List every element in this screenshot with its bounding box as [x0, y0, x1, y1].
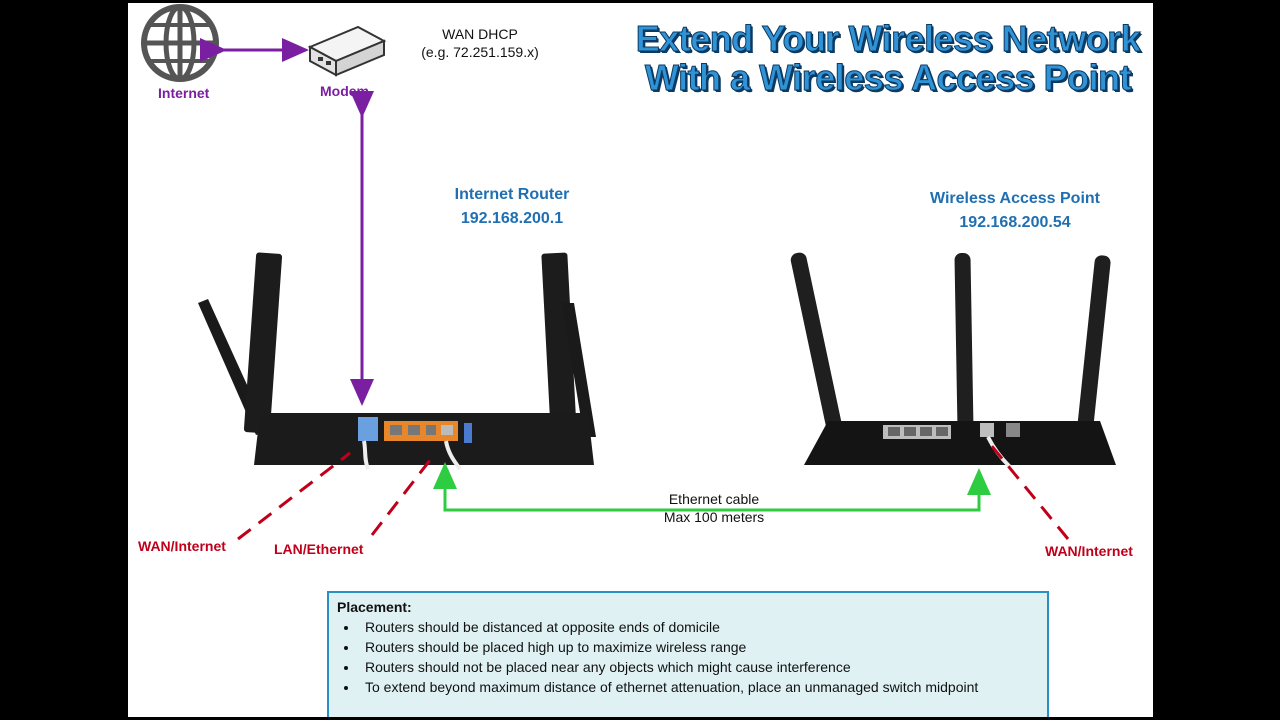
router-device [198, 252, 596, 471]
placement-item: Routers should not be placed near any ob… [359, 657, 1039, 677]
diagram-slide: Extend Your Wireless Network With a Wire… [128, 3, 1153, 717]
wan-dhcp-line-2: (e.g. 72.251.159.x) [421, 44, 539, 60]
access-point-device [790, 252, 1116, 469]
diagram-graphics [141, 4, 1116, 541]
router-wan-pointer [237, 451, 351, 541]
access-point-label: Wireless Access Point 192.168.200.54 [905, 187, 1125, 235]
placement-item: To extend beyond maximum distance of eth… [359, 677, 1039, 697]
title-line-1: Extend Your Wireless Network [635, 18, 1141, 59]
internet-label: Internet [158, 85, 210, 101]
wan-dhcp-label: WAN DHCP (e.g. 72.251.159.x) [400, 25, 560, 61]
placement-item: Routers should be placed high up to maxi… [359, 637, 1039, 657]
globe-icon [141, 4, 219, 82]
router-lan-label: LAN/Ethernet [274, 541, 364, 557]
slide-title: Extend Your Wireless Network With a Wire… [628, 18, 1148, 98]
modem-icon [307, 25, 387, 77]
title-line-2: With a Wireless Access Point [644, 57, 1132, 98]
router-name: Internet Router [454, 186, 570, 203]
cable-line-2: Max 100 meters [663, 509, 765, 525]
cable-line-1: Ethernet cable [668, 491, 760, 507]
placement-box: Placement: Routers should be distanced a… [327, 591, 1049, 717]
access-point-ip: 192.168.200.54 [959, 214, 1071, 231]
ap-wan-label: WAN/Internet [1045, 543, 1133, 559]
router-ip: 192.168.200.1 [460, 210, 564, 227]
placement-heading: Placement: [337, 599, 412, 615]
wan-dhcp-line-1: WAN DHCP [442, 26, 518, 42]
router-wan-label: WAN/Internet [138, 538, 226, 554]
placement-item: Routers should be distanced at opposite … [359, 617, 1039, 637]
router-lan-pointer [370, 454, 436, 536]
ethernet-cable-label: Ethernet cable Max 100 meters [644, 490, 784, 526]
modem-label: Modem [320, 83, 369, 99]
router-label: Internet Router 192.168.200.1 [412, 183, 612, 231]
ap-wan-pointer [984, 438, 1070, 540]
access-point-name: Wireless Access Point [929, 190, 1100, 207]
placement-list: Routers should be distanced at opposite … [337, 617, 1039, 697]
